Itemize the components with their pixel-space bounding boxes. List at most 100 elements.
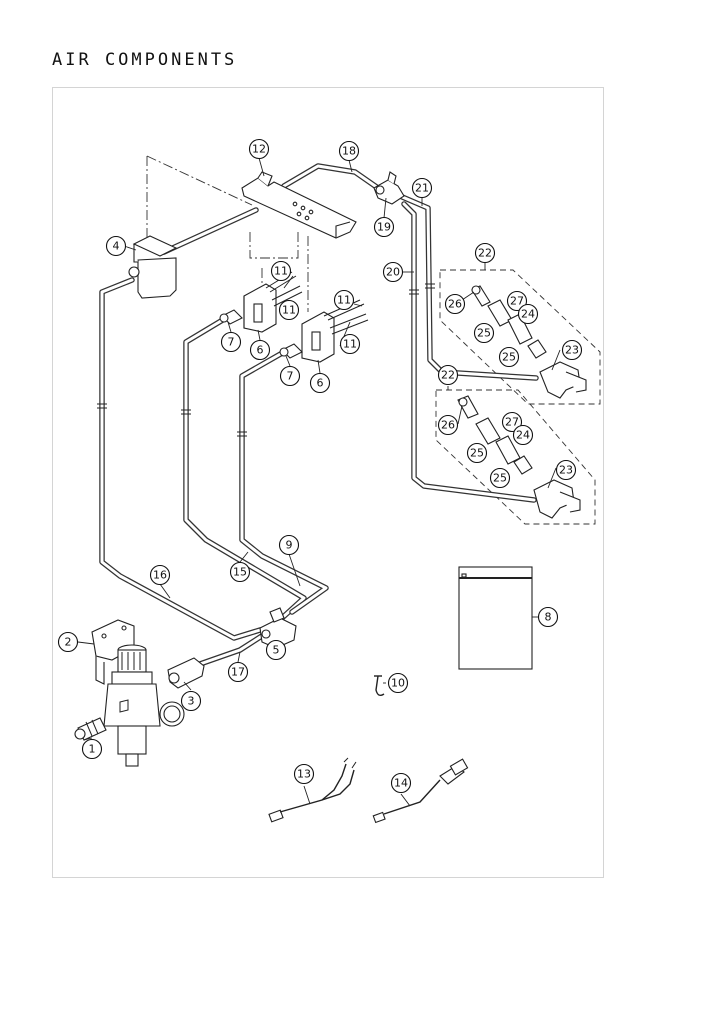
fitting-3 <box>167 657 205 689</box>
tee-fitting-19 <box>373 171 405 205</box>
svg-text:25: 25 <box>477 327 491 340</box>
callout-2: 2 <box>57 631 79 653</box>
callout-3: 3 <box>180 690 202 712</box>
svg-text:2: 2 <box>65 636 72 649</box>
callout-7-b: 7 <box>279 365 301 387</box>
bracket-12 <box>241 171 357 239</box>
callout-12: 12 <box>248 138 270 160</box>
svg-text:13: 13 <box>297 768 311 781</box>
callout-1: 1 <box>81 738 103 760</box>
svg-text:15: 15 <box>233 566 247 579</box>
svg-text:23: 23 <box>565 344 579 357</box>
svg-text:9: 9 <box>286 539 293 552</box>
svg-text:5: 5 <box>273 644 280 657</box>
callout-25-c: 25 <box>466 442 488 464</box>
callout-15: 15 <box>229 561 251 583</box>
valve-6-lower <box>301 299 369 363</box>
callout-11-c: 11 <box>333 289 355 311</box>
callout-11-a: 11 <box>270 260 292 282</box>
svg-text:18: 18 <box>342 145 356 158</box>
callout-14: 14 <box>390 772 412 794</box>
hook-10 <box>374 675 385 697</box>
svg-text:12: 12 <box>252 143 266 156</box>
svg-text:11: 11 <box>337 294 351 307</box>
callout-22-upper: 22 <box>474 242 496 264</box>
svg-text:3: 3 <box>188 695 195 708</box>
callout-24-upper: 24 <box>517 303 539 325</box>
svg-text:16: 16 <box>153 569 167 582</box>
callout-20: 20 <box>382 261 404 283</box>
callout-26-upper: 26 <box>444 293 466 315</box>
svg-text:7: 7 <box>287 370 294 383</box>
callout-7-a: 7 <box>220 331 242 353</box>
svg-text:24: 24 <box>521 308 535 321</box>
svg-text:14: 14 <box>394 777 408 790</box>
callout-16: 16 <box>149 564 171 586</box>
fitting-7-upper <box>219 309 243 325</box>
construction-lines <box>146 155 601 525</box>
callout-19: 19 <box>373 216 395 238</box>
svg-text:8: 8 <box>545 611 552 624</box>
svg-text:26: 26 <box>441 419 455 432</box>
callout-10: 10 <box>387 672 409 694</box>
group-box-22-upper <box>439 269 601 405</box>
svg-text:6: 6 <box>317 377 324 390</box>
filter-regulator <box>103 644 185 767</box>
callout-18: 18 <box>338 140 360 162</box>
callout-11-b: 11 <box>278 299 300 321</box>
diagram-frame <box>52 87 604 878</box>
callout-21: 21 <box>411 177 433 199</box>
assembly-22-lower <box>457 395 581 519</box>
svg-text:7: 7 <box>228 336 235 349</box>
callout-11-d: 11 <box>339 333 361 355</box>
callout-23-upper: 23 <box>561 339 583 361</box>
solenoid-4 <box>128 235 178 299</box>
svg-text:11: 11 <box>282 304 296 317</box>
callout-25-b: 25 <box>498 346 520 368</box>
group-box-22-lower <box>435 389 596 525</box>
svg-text:27: 27 <box>510 295 524 308</box>
svg-text:26: 26 <box>448 298 462 311</box>
callout-13: 13 <box>293 763 315 785</box>
svg-text:1: 1 <box>89 743 96 756</box>
cable-13 <box>268 757 357 823</box>
bag-8 <box>458 566 533 670</box>
callout-23-lower: 23 <box>555 459 577 481</box>
svg-text:22: 22 <box>441 369 455 382</box>
svg-text:11: 11 <box>343 338 357 351</box>
callout-25-a: 25 <box>473 322 495 344</box>
callout-17: 17 <box>227 661 249 683</box>
svg-text:21: 21 <box>415 182 429 195</box>
assembly-22-upper <box>471 285 587 399</box>
callout-6-b: 6 <box>309 372 331 394</box>
svg-text:24: 24 <box>516 429 530 442</box>
svg-text:17: 17 <box>231 666 245 679</box>
callout-5: 5 <box>265 639 287 661</box>
svg-text:23: 23 <box>559 464 573 477</box>
svg-text:20: 20 <box>386 266 400 279</box>
svg-text:25: 25 <box>502 351 516 364</box>
tee-fitting-5 <box>259 607 297 649</box>
callout-9: 9 <box>278 534 300 556</box>
tubes <box>99 163 539 667</box>
inlet-fitting-1 <box>74 717 107 741</box>
callout-27-upper: 27 <box>506 290 528 312</box>
callout-26-lower: 26 <box>437 414 459 436</box>
svg-text:11: 11 <box>274 265 288 278</box>
svg-text:25: 25 <box>470 447 484 460</box>
fitting-7-lower <box>279 343 303 359</box>
callout-25-d: 25 <box>489 467 511 489</box>
svg-text:6: 6 <box>257 344 264 357</box>
callout-22-lower: 22 <box>437 364 459 386</box>
callout-6-a: 6 <box>249 339 271 361</box>
cable-14 <box>372 758 469 824</box>
svg-text:27: 27 <box>505 416 519 429</box>
svg-text:19: 19 <box>377 221 391 234</box>
callout-8: 8 <box>537 606 559 628</box>
svg-text:25: 25 <box>493 472 507 485</box>
callout-27-lower: 27 <box>501 411 523 433</box>
svg-text:22: 22 <box>478 247 492 260</box>
callout-4: 4 <box>105 235 127 257</box>
svg-text:10: 10 <box>391 677 405 690</box>
